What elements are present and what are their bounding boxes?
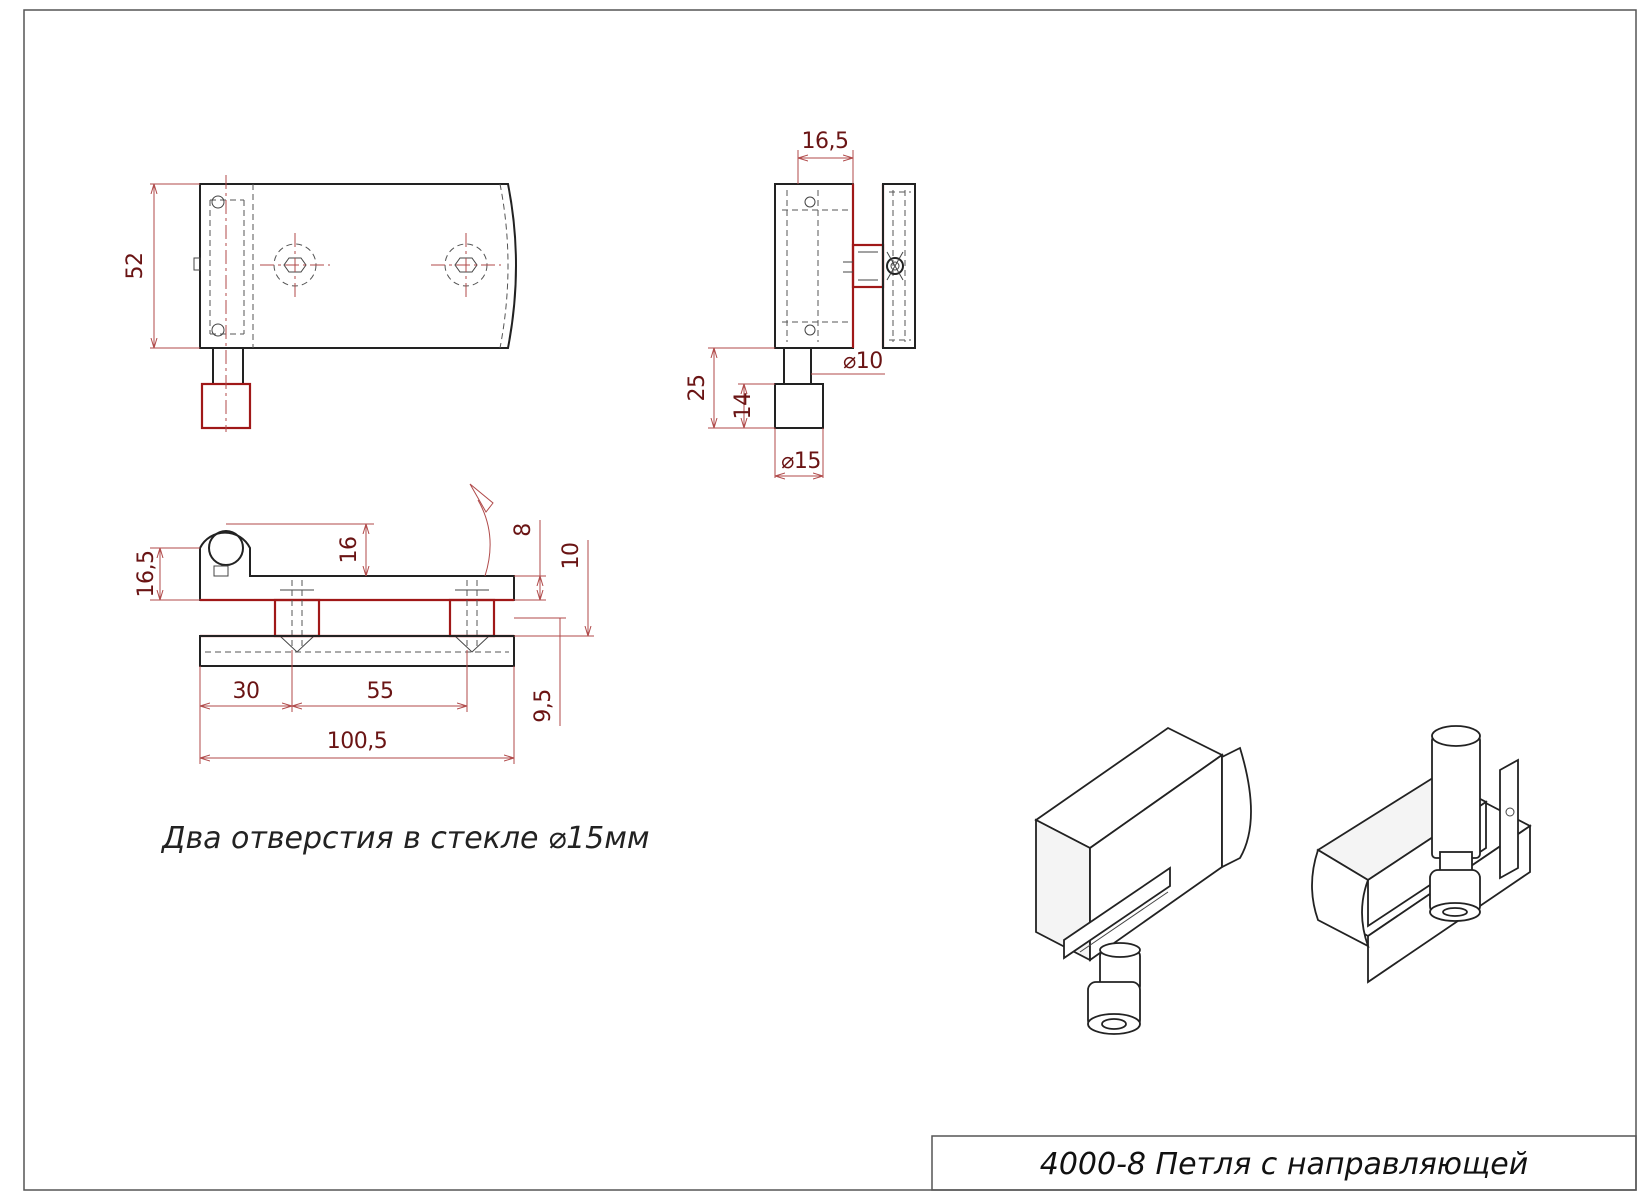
dim-pin-diameter: ⌀10 (843, 349, 883, 374)
dim-length-25: 25 (685, 375, 710, 402)
dim-top-10: 10 (559, 543, 584, 570)
drawing-frame (23, 9, 1637, 1191)
dim-bottom-30: 30 (233, 679, 260, 704)
isometric-view-right (1311, 725, 1532, 984)
front-view: 52 (123, 175, 517, 432)
dim-top-16: 16 (337, 537, 362, 564)
dim-bottom-55: 55 (367, 679, 394, 704)
dim-side-width: 16,5 (802, 129, 849, 154)
dim-knob-diameter: ⌀15 (781, 449, 821, 474)
dim-top-16-5: 16,5 (134, 551, 159, 598)
title-block: 4000-8 Петля с направляющей (931, 1135, 1637, 1191)
dim-bottom-9-5: 9,5 (531, 689, 556, 723)
drawing-title: 4000-8 Петля с направляющей (1040, 1147, 1528, 1182)
dim-front-height: 52 (123, 253, 148, 280)
dim-total-100-5: 100,5 (327, 729, 387, 754)
top-view: 16,5 16 8 10 9,5 30 55 100,5 (134, 483, 594, 764)
dim-length-14: 14 (731, 393, 756, 420)
side-view: 16,5 ⌀10 25 14 ⌀15 (685, 129, 916, 478)
isometric-view-left (1034, 726, 1252, 1035)
glass-holes-note: Два отверстия в стекле ⌀15мм (160, 821, 650, 856)
dim-top-8: 8 (511, 523, 536, 537)
